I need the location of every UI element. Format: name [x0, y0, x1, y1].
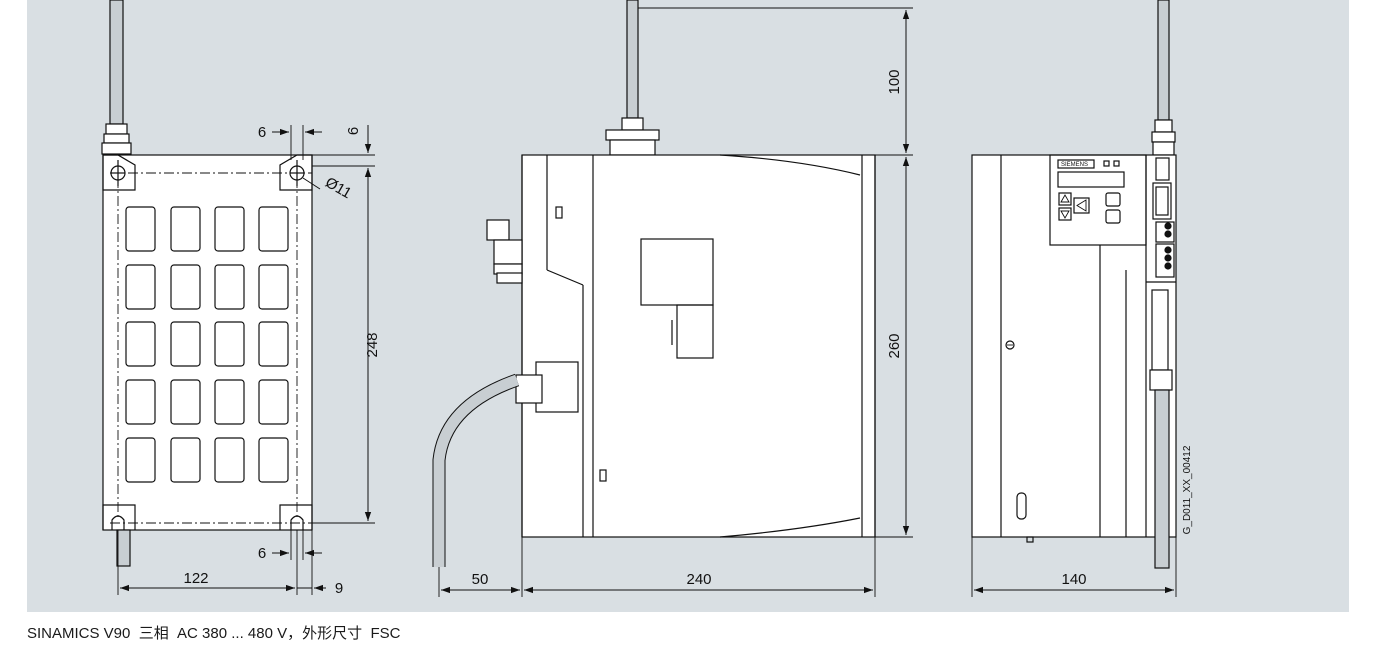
- front-dim-hole: Ø11: [322, 174, 354, 202]
- ventilation-grid: [125, 206, 289, 483]
- rear-cable-bottom: [1154, 389, 1170, 569]
- front-dim-top-offset: 6: [258, 124, 266, 141]
- siemens-logo: [1057, 159, 1095, 169]
- front-cable-bottom: [116, 529, 131, 567]
- side-cable-bent: [432, 373, 520, 567]
- panel-display: [1057, 171, 1125, 188]
- side-dim-cable-offset: 50: [472, 571, 489, 588]
- side-dim-depth: 240: [686, 571, 711, 588]
- rear-dim-width: 140: [1061, 571, 1086, 588]
- front-cable-top: [109, 0, 124, 125]
- front-dim-width: 122: [183, 570, 208, 587]
- front-view: [101, 0, 375, 595]
- panel-button-left: [1073, 197, 1090, 214]
- side-body: [521, 154, 876, 538]
- drawing-id: G_D011_XX_00412: [1182, 445, 1193, 534]
- panel-button-up: [1058, 192, 1072, 206]
- side-view: [432, 0, 913, 597]
- side-dim-height: 260: [886, 333, 903, 358]
- terminal-block: [1155, 221, 1175, 278]
- rear-view: [971, 0, 1177, 597]
- front-dim-bottom-margin: 9: [335, 580, 343, 597]
- figure-caption: SINAMICS V90 三相 AC 380 ... 480 V，外形尺寸 FS…: [27, 625, 401, 642]
- front-dim-height: 248: [364, 332, 381, 357]
- front-dim-bottom-offset: 6: [258, 545, 266, 562]
- panel-button-down: [1058, 207, 1072, 221]
- side-cable-top: [626, 0, 639, 119]
- dimension-drawing: 122 248 6 6 Ø11 6 9: [101, 0, 1193, 597]
- front-body: [102, 154, 313, 531]
- screw-icon: [1005, 340, 1015, 350]
- front-dim-top-margin: 6: [345, 127, 362, 135]
- rear-cable-top: [1157, 0, 1170, 121]
- drawing-panel: 122 248 6 6 Ø11 6 9: [27, 0, 1349, 612]
- panel-button-m: [1105, 192, 1121, 207]
- operator-panel: [1049, 154, 1147, 246]
- side-connector-block: [486, 219, 523, 284]
- side-dim-top-clearance: 100: [886, 69, 903, 94]
- panel-button-ok: [1105, 209, 1121, 224]
- brand-label: SIEMENS: [1061, 162, 1088, 168]
